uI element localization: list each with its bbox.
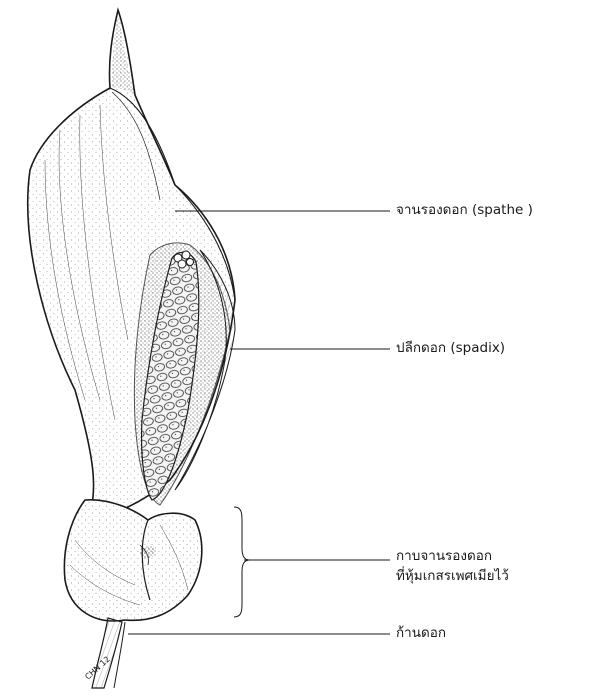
- label-flower-stalk: ก้านดอก: [396, 624, 446, 644]
- label-spathe-base-line2: ที่หุ้มเกสรเพศเมียไว้: [396, 567, 509, 587]
- flower-stalk: [92, 618, 125, 688]
- label-spadix: ปลีกดอก (spadix): [396, 339, 505, 359]
- spathe-base: [64, 500, 201, 621]
- label-spathe-base-line1: กาบจานรองดอก: [396, 547, 509, 567]
- label-spathe-base: กาบจานรองดอก ที่หุ้มเกสรเพศเมียไว้: [396, 547, 509, 586]
- base-bracket: [234, 507, 250, 617]
- label-spathe: จานรองดอก (spathe ): [396, 201, 533, 221]
